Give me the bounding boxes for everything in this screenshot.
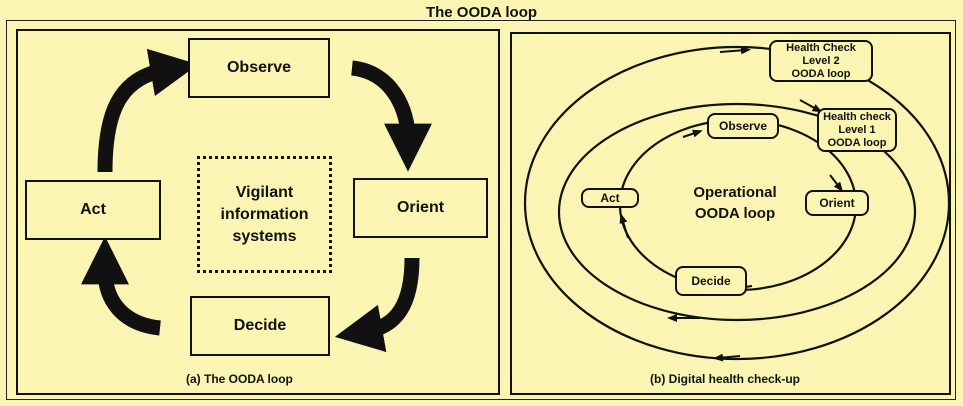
figure-frame [6, 20, 956, 400]
hc2-line-2: Level 2 [802, 54, 840, 67]
operational-label-line-1: Operational [693, 184, 777, 201]
hc1-line-2: Level 1 [838, 123, 876, 136]
node-b-observe: Observe [707, 113, 779, 139]
hc2-line-1: Health Check [786, 41, 856, 54]
arrow-orient-to-decide [334, 257, 420, 353]
operational-ooda-loop-label: Operational OODA loop [670, 182, 800, 224]
level-2-loop [523, 45, 951, 361]
arrow-inner-left [619, 213, 629, 239]
arrow-inner-top [682, 129, 703, 138]
node-b-orient: Orient [805, 190, 869, 216]
hc2-line-3: OODA loop [791, 67, 851, 80]
arrow-outer-right [799, 99, 823, 113]
center-label-line-2: information [220, 205, 309, 223]
hc1-line-3: OODA loop [827, 136, 887, 149]
node-observe: Observe [188, 38, 330, 98]
vigilant-information-systems: Vigilant information systems [197, 156, 332, 273]
center-label-line-3: systems [232, 227, 297, 245]
arrow-outer-top [719, 46, 751, 55]
health-check-level-2: Health Check Level 2 OODA loop [769, 40, 873, 82]
node-b-decide: Decide [675, 266, 747, 296]
arrow-decide-to-act [81, 236, 162, 336]
node-decide: Decide [190, 296, 330, 356]
arrow-outer-bottom [713, 353, 741, 362]
node-act: Act [25, 180, 161, 240]
panel-b-caption: (b) Digital health check-up [650, 372, 801, 386]
level-1-loop [557, 102, 917, 322]
arrow-inner-right [829, 174, 844, 192]
panel-digital-health-check-up [510, 32, 951, 395]
hc1-line-1: Health check [823, 110, 891, 123]
panel-ooda-loop [16, 29, 500, 395]
node-orient: Orient [353, 178, 488, 238]
center-label-line-1: Vigilant [235, 183, 294, 201]
health-check-level-1: Health check Level 1 OODA loop [817, 108, 897, 152]
figure-title: The OODA loop [425, 4, 538, 21]
panel-a-caption: (a) The OODA loop [186, 372, 293, 386]
arrow-observe-to-orient [350, 60, 432, 172]
node-b-act: Act [581, 188, 639, 208]
operational-label-line-2: OODA loop [694, 205, 776, 222]
arrow-act-to-observe [97, 48, 199, 173]
